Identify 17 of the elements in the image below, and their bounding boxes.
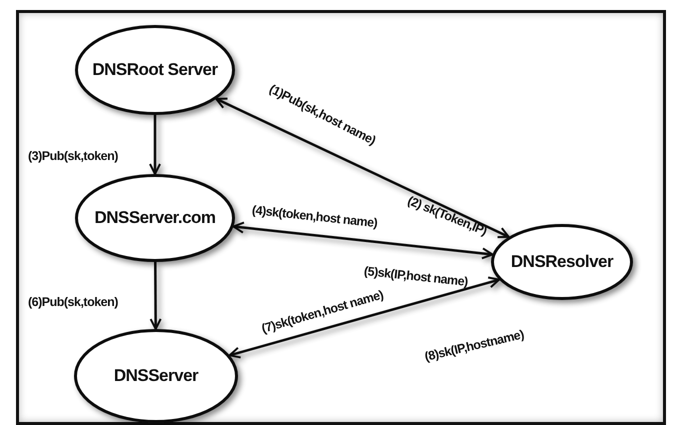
arrow: [149, 115, 161, 175]
node-label: DNSServer: [114, 366, 198, 386]
message-label: (5)sk(IP,host name): [363, 264, 468, 290]
edge-label: (4)sk(token,host name): [251, 202, 378, 231]
server-ellipse: [75, 25, 235, 115]
server-ellipse: [491, 224, 633, 300]
arrow: [228, 276, 500, 358]
node-label: DNSServer.com: [94, 208, 216, 228]
edge-label: (3)Pub(sk,token): [28, 148, 118, 164]
arrow: [150, 262, 162, 330]
node-label: DNSResolver: [510, 252, 614, 272]
arrow: [215, 98, 510, 238]
node-label: DNSRoot Server: [92, 60, 218, 80]
server-ellipse: [74, 329, 238, 423]
edge-label: (6)Pub(sk,token): [28, 294, 118, 310]
server-ellipse: [75, 174, 235, 262]
arrow: [232, 222, 494, 260]
